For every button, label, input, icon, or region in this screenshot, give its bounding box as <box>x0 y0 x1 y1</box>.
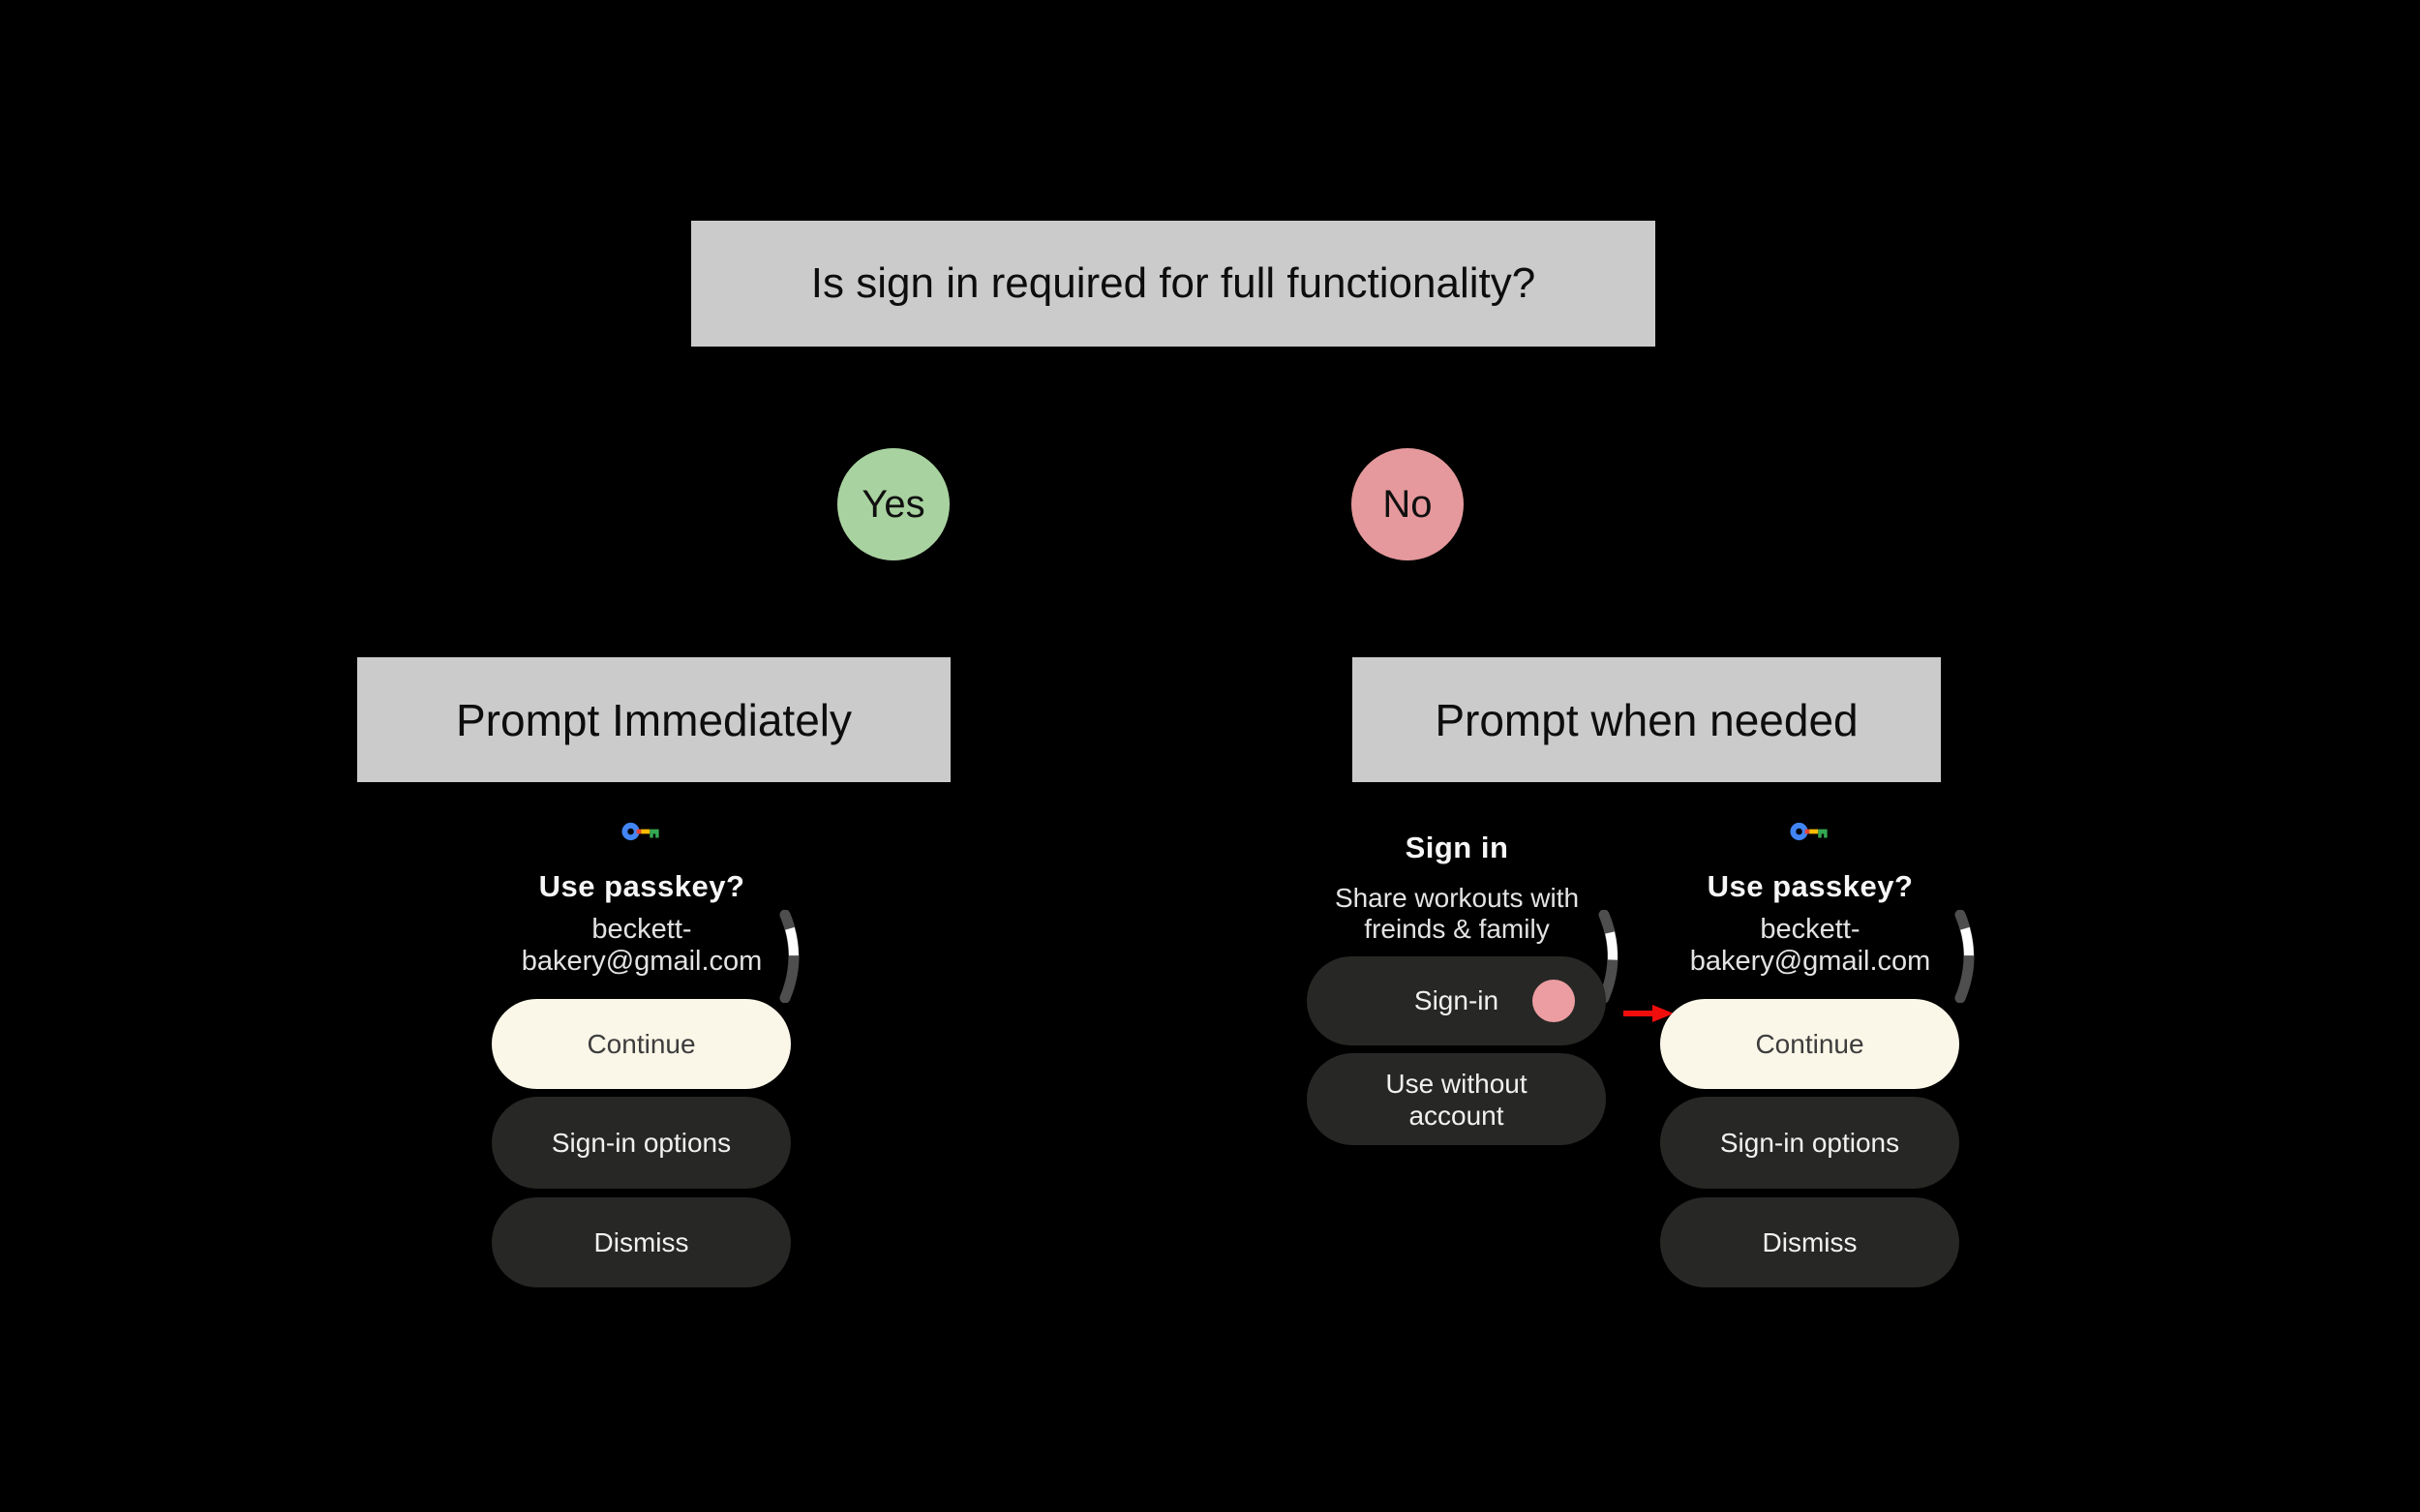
passkey-key-icon <box>621 822 659 841</box>
passkey-title: Use passkey? <box>538 869 745 903</box>
passkey-email-line1: beckett- <box>591 914 692 945</box>
question-box: Is sign in required for full functionali… <box>691 221 1655 347</box>
signin-options-label: Sign-in options <box>551 1127 732 1158</box>
watch-screen-passkey-left: Use passkey? beckett- bakery@gmail.com C… <box>474 813 809 1326</box>
signin-options-button[interactable]: Sign-in options <box>492 1097 791 1189</box>
tap-indicator-dot <box>1532 980 1575 1022</box>
branch-box-prompt-when-needed: Prompt when needed <box>1352 657 1941 782</box>
passkey-title: Use passkey? <box>1707 869 1914 903</box>
branch-yes-label: Prompt Immediately <box>455 694 852 745</box>
branch-box-prompt-immediately: Prompt Immediately <box>357 657 951 782</box>
watch-screen-passkey-right: Use passkey? beckett- bakery@gmail.com C… <box>1643 813 1978 1326</box>
dismiss-button[interactable]: Dismiss <box>1660 1197 1959 1287</box>
red-arrow-icon <box>1623 1005 1674 1022</box>
passkey-email: beckett- bakery@gmail.com <box>474 914 809 978</box>
continue-label: Continue <box>587 1028 696 1059</box>
passkey-email: beckett- bakery@gmail.com <box>1643 914 1978 978</box>
yes-node: Yes <box>837 448 950 560</box>
signin-button-label: Sign-in <box>1413 985 1499 1015</box>
branch-no-label: Prompt when needed <box>1435 694 1859 745</box>
signin-subtitle-line1: Share workouts with <box>1334 883 1580 913</box>
scroll-indicator[interactable] <box>777 910 806 1003</box>
no-label: No <box>1382 482 1433 526</box>
passkey-email-line2: bakery@gmail.com <box>521 946 763 977</box>
dismiss-button[interactable]: Dismiss <box>492 1197 791 1287</box>
use-without-account-button[interactable]: Use without account <box>1307 1053 1606 1145</box>
signin-button[interactable]: Sign-in <box>1307 956 1606 1045</box>
dismiss-label: Dismiss <box>593 1226 689 1257</box>
signin-subtitle: Share workouts with freinds & family <box>1289 883 1624 945</box>
continue-button[interactable]: Continue <box>492 999 791 1089</box>
no-node: No <box>1351 448 1464 560</box>
scroll-indicator[interactable] <box>1952 910 1981 1003</box>
passkey-email-line1: beckett- <box>1760 914 1860 945</box>
signin-title: Sign in <box>1405 831 1509 864</box>
dismiss-label: Dismiss <box>1762 1226 1858 1257</box>
yes-label: Yes <box>862 482 925 526</box>
use-without-account-label: Use without account <box>1385 1068 1528 1131</box>
signin-options-label: Sign-in options <box>1719 1127 1900 1158</box>
passkey-email-line2: bakery@gmail.com <box>1689 946 1931 977</box>
scroll-indicator[interactable] <box>1596 910 1625 1003</box>
signin-subtitle-line2: freinds & family <box>1364 914 1550 944</box>
passkey-key-icon <box>1790 822 1828 841</box>
continue-button[interactable]: Continue <box>1660 999 1959 1089</box>
continue-label: Continue <box>1755 1028 1864 1059</box>
watch-screen-signin: Sign in Share workouts with freinds & fa… <box>1289 813 1624 1326</box>
question-text: Is sign in required for full functionali… <box>810 259 1536 307</box>
signin-options-button[interactable]: Sign-in options <box>1660 1097 1959 1189</box>
